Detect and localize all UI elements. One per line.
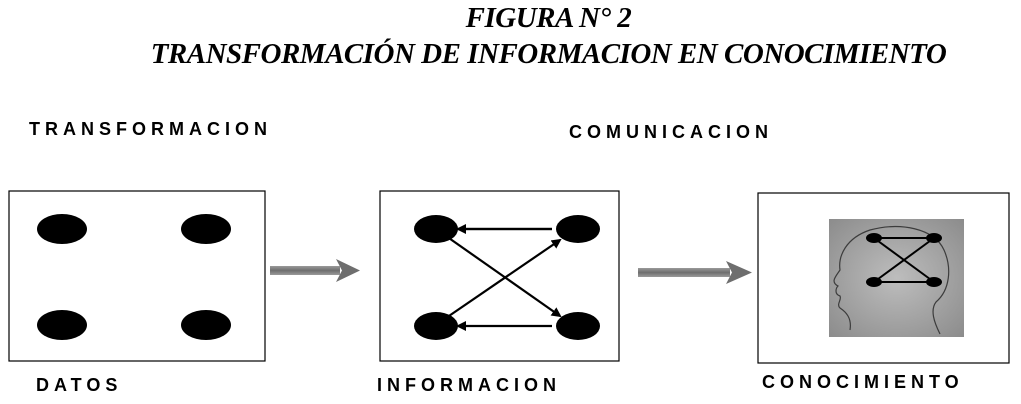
communication-arrow bbox=[638, 261, 752, 284]
head-with-network-icon bbox=[829, 219, 964, 337]
informacion-label: INFORMACION bbox=[377, 375, 561, 395]
transformacion-label: TRANSFORMACION bbox=[29, 119, 272, 139]
informacion-box bbox=[379, 190, 620, 362]
conocimiento-box bbox=[757, 192, 1010, 364]
data-node-bottom-left bbox=[37, 310, 87, 340]
data-node-top-right bbox=[181, 214, 231, 244]
info-node-top-left bbox=[414, 215, 458, 243]
info-node-top-right bbox=[556, 215, 600, 243]
conocimiento-label: CONOCIMIENTO bbox=[762, 372, 964, 392]
datos-box bbox=[8, 190, 266, 362]
data-node-bottom-right bbox=[181, 310, 231, 340]
figure-title: TRANSFORMACIÓN DE INFORMACION EN CONOCIM… bbox=[150, 38, 947, 70]
transformation-arrow bbox=[270, 259, 360, 282]
data-node-top-left bbox=[37, 214, 87, 244]
comunicacion-label: COMUNICACION bbox=[569, 122, 773, 142]
info-node-bottom-left bbox=[414, 312, 458, 340]
info-node-bottom-right bbox=[556, 312, 600, 340]
datos-label: DATOS bbox=[36, 375, 123, 395]
figure-number: FIGURA N° 2 bbox=[465, 2, 632, 34]
